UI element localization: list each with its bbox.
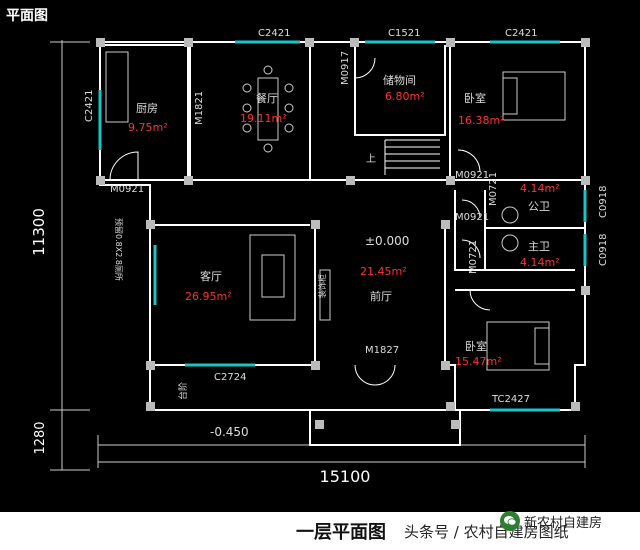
floor-plan: 平面图 11300 1280 15100 [6, 8, 609, 486]
label-c1521: C1521 [388, 28, 420, 39]
plan-caption: 一层平面图 [296, 522, 386, 543]
door-bedroom-ne [457, 149, 481, 173]
footer-bar [0, 512, 640, 550]
room-storage-area: 6.80m² [385, 90, 425, 103]
toilet-upper [501, 206, 519, 224]
label-c2421-kitchen: C2421 [84, 90, 95, 122]
brand-badge: 新农村自建房 [500, 506, 602, 536]
room-bedroom-se-area: 15.47m² [455, 355, 502, 368]
door-main [354, 364, 396, 386]
room-dining-area: 19.11m² [240, 112, 287, 125]
label-c0918-a: C0918 [598, 186, 609, 218]
opening-labels: C2421 C1521 C2421 C2421 M1821 M0917 M092… [84, 28, 609, 405]
terrace-step [309, 409, 461, 446]
walls [99, 41, 586, 446]
stair-up-label: 上 [366, 153, 376, 165]
label-m0721-b: M0721 [468, 240, 479, 274]
label-tc2427: TC2427 [491, 394, 530, 405]
label-m1821: M1821 [194, 91, 205, 125]
room-bath-upper-area: 4.14m² [520, 182, 560, 195]
dim-total-width: 15100 [320, 467, 371, 486]
door-bath-lower [461, 239, 481, 259]
room-living-name: 客厅 [200, 269, 222, 283]
page-title: 平面图 [6, 8, 48, 24]
room-living-area: 26.95m² [185, 290, 232, 303]
label-c0918-b: C0918 [598, 234, 609, 266]
room-kitchen-area: 9.75m² [128, 121, 168, 134]
room-bath-upper-name: 公卫 [528, 200, 550, 213]
columns [96, 38, 590, 429]
wall-storage [354, 45, 446, 136]
room-bath-lower-name: 主卫 [528, 240, 550, 253]
staircase [384, 139, 440, 175]
decor-cabinet [319, 269, 331, 321]
label-m0921-kitchen: M0921 [110, 184, 144, 195]
room-storage-name: 储物间 [383, 73, 416, 87]
dim-total-height: 11300 [30, 208, 48, 256]
furniture [105, 51, 566, 371]
doors [109, 57, 491, 386]
dimension-lines [50, 40, 586, 471]
site-labels: -0.450 台阶 预留0.8X2.8厕所 [114, 218, 249, 439]
door-storage [354, 57, 376, 79]
room-bath-lower-area: 4.14m² [520, 256, 560, 269]
label-m0921-bath: M0921 [455, 212, 489, 223]
room-dining-name: 餐厅 [256, 91, 278, 105]
room-bedroom-se-name: 卧室 [465, 339, 487, 353]
room-kitchen-name: 厨房 [136, 102, 158, 115]
toilet-lower [501, 234, 519, 252]
label-c2421-bedroom: C2421 [505, 28, 537, 39]
room-hall-level: ±0.000 [365, 234, 409, 248]
room-bedroom-ne-name: 卧室 [464, 91, 486, 105]
room-hall-feature: 装饰柜 [317, 274, 327, 298]
label-landing-west: 台阶 [177, 382, 189, 400]
windows [98, 40, 587, 412]
label-m0917: M0917 [340, 51, 351, 85]
label-c2724: C2724 [214, 372, 246, 383]
room-hall-name: 前厅 [370, 289, 392, 303]
rooms: 厨房 9.75m² 餐厅 19.11m² 储物间 6.80m² 卧室 16.38… [128, 73, 560, 368]
label-c2421-dining: C2421 [258, 28, 290, 39]
label-m0721-a: M0721 [488, 172, 499, 206]
dim-terrace-depth: 1280 [33, 421, 48, 454]
door-kitchen [109, 151, 139, 181]
kitchen-counter [105, 51, 129, 123]
room-hall-area: 21.45m² [360, 265, 407, 278]
dining-table [257, 77, 279, 141]
label-m0921-bed: M0921 [455, 170, 489, 181]
label-m1827: M1827 [365, 345, 399, 356]
wechat-icon [500, 511, 520, 531]
room-bedroom-ne-area: 16.38m² [458, 114, 505, 127]
brand-name: 新农村自建房 [524, 515, 603, 531]
door-bedroom-se [469, 289, 491, 311]
label-pipe: 预留0.8X2.8厕所 [114, 218, 124, 281]
label-terrace-level: -0.450 [210, 425, 249, 439]
source-credit: 头条号 / 农村自建房图纸 [404, 523, 569, 541]
sofa-set [249, 234, 296, 321]
door-bath-upper [461, 199, 481, 219]
bed-ne [502, 71, 566, 121]
